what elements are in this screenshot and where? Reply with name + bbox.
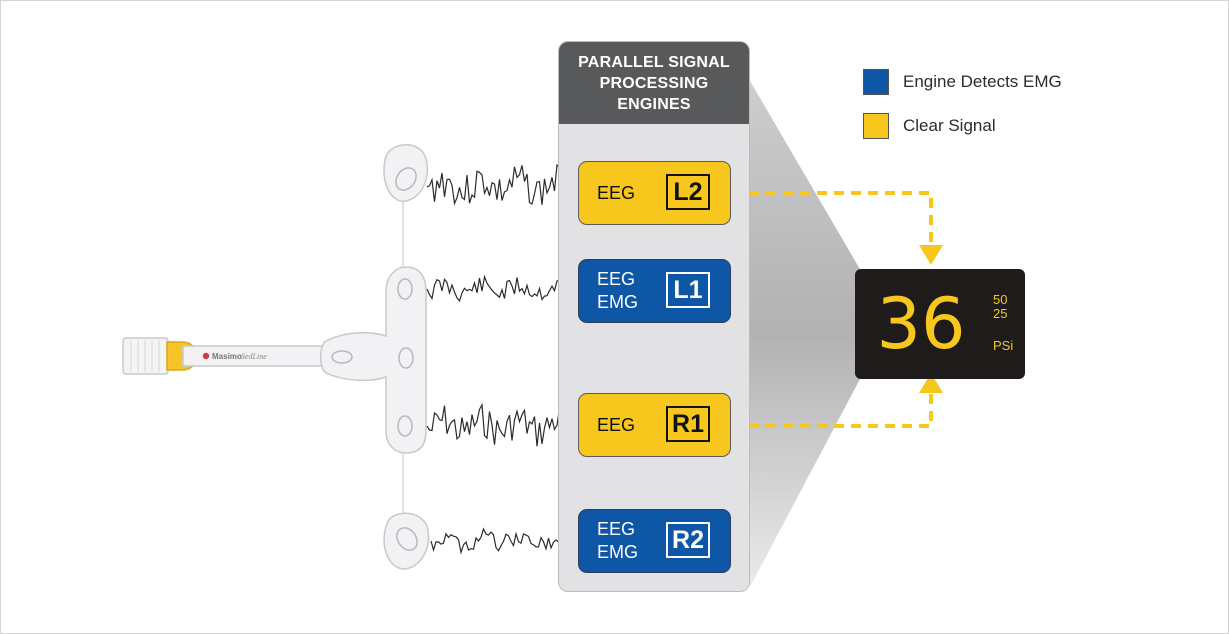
engine-channel-code: L1 [666, 272, 710, 308]
legend-swatch-yellow [863, 113, 889, 139]
panel-title: PARALLEL SIGNAL PROCESSING ENGINES [559, 42, 749, 124]
legend-label-clear: Clear Signal [903, 116, 996, 135]
engine-signal-label: EEG [597, 269, 636, 289]
engine-signal-label: EMG [597, 542, 639, 562]
engine-channel-code: L2 [666, 174, 710, 210]
projection-cone [750, 81, 861, 587]
eeg-waveforms [426, 163, 578, 555]
engine-l2: EEG L2 [578, 161, 731, 225]
engine-signal-label: EEG [597, 414, 636, 435]
arrowhead-r1 [919, 373, 943, 393]
waveform-l2 [426, 163, 578, 210]
electrode-marks [331, 167, 418, 551]
engine-r1: EEG R1 [578, 393, 731, 457]
engine-signal-label: EMG [597, 292, 639, 312]
psi-monitor: 36 50 25 PSi [855, 269, 1025, 379]
sensor-t-body [320, 266, 427, 454]
arrowhead-l2 [919, 245, 943, 265]
connector-ridges [130, 340, 160, 372]
arrow-path-r1 [732, 393, 933, 428]
electrode-pad-l2 [383, 144, 429, 202]
engine-signal-labels: EEG EMG [597, 510, 638, 572]
engine-r2: EEG EMG R2 [578, 509, 731, 573]
engine-signal-label: EEG [597, 519, 636, 539]
signal-arrows [732, 191, 933, 428]
sensor-assembly [122, 144, 430, 570]
waveform-r2 [430, 527, 577, 555]
sensor-product-label: SedLine [241, 352, 267, 361]
sensor-brand-label: Masimo [212, 352, 242, 361]
sensor-brand: Masimo SedLine [202, 352, 267, 361]
waveform-l1 [426, 274, 578, 303]
engine-signal-labels: EEG EMG [597, 260, 638, 322]
engine-l1: EEG EMG L1 [578, 259, 731, 323]
legend-item-clear: Clear Signal [863, 113, 996, 139]
electrode-pad-r2 [383, 512, 430, 570]
waveform-r1 [426, 402, 578, 447]
legend-item-emg: Engine Detects EMG [863, 69, 1062, 95]
engine-signal-labels: EEG [597, 162, 635, 224]
psi-scale-low: 25 [993, 306, 1008, 321]
legend-swatch-blue [863, 69, 889, 95]
engine-channel-code: R2 [666, 522, 710, 558]
engine-signal-labels: EEG [597, 394, 635, 456]
engine-channel-code: R1 [666, 406, 710, 442]
engine-signal-label: EEG [597, 182, 636, 203]
legend-label-emg: Engine Detects EMG [903, 72, 1062, 91]
psi-unit: PSi [993, 338, 1014, 353]
psi-scale-high: 50 [993, 292, 1008, 307]
psi-value: 36 [876, 283, 966, 365]
